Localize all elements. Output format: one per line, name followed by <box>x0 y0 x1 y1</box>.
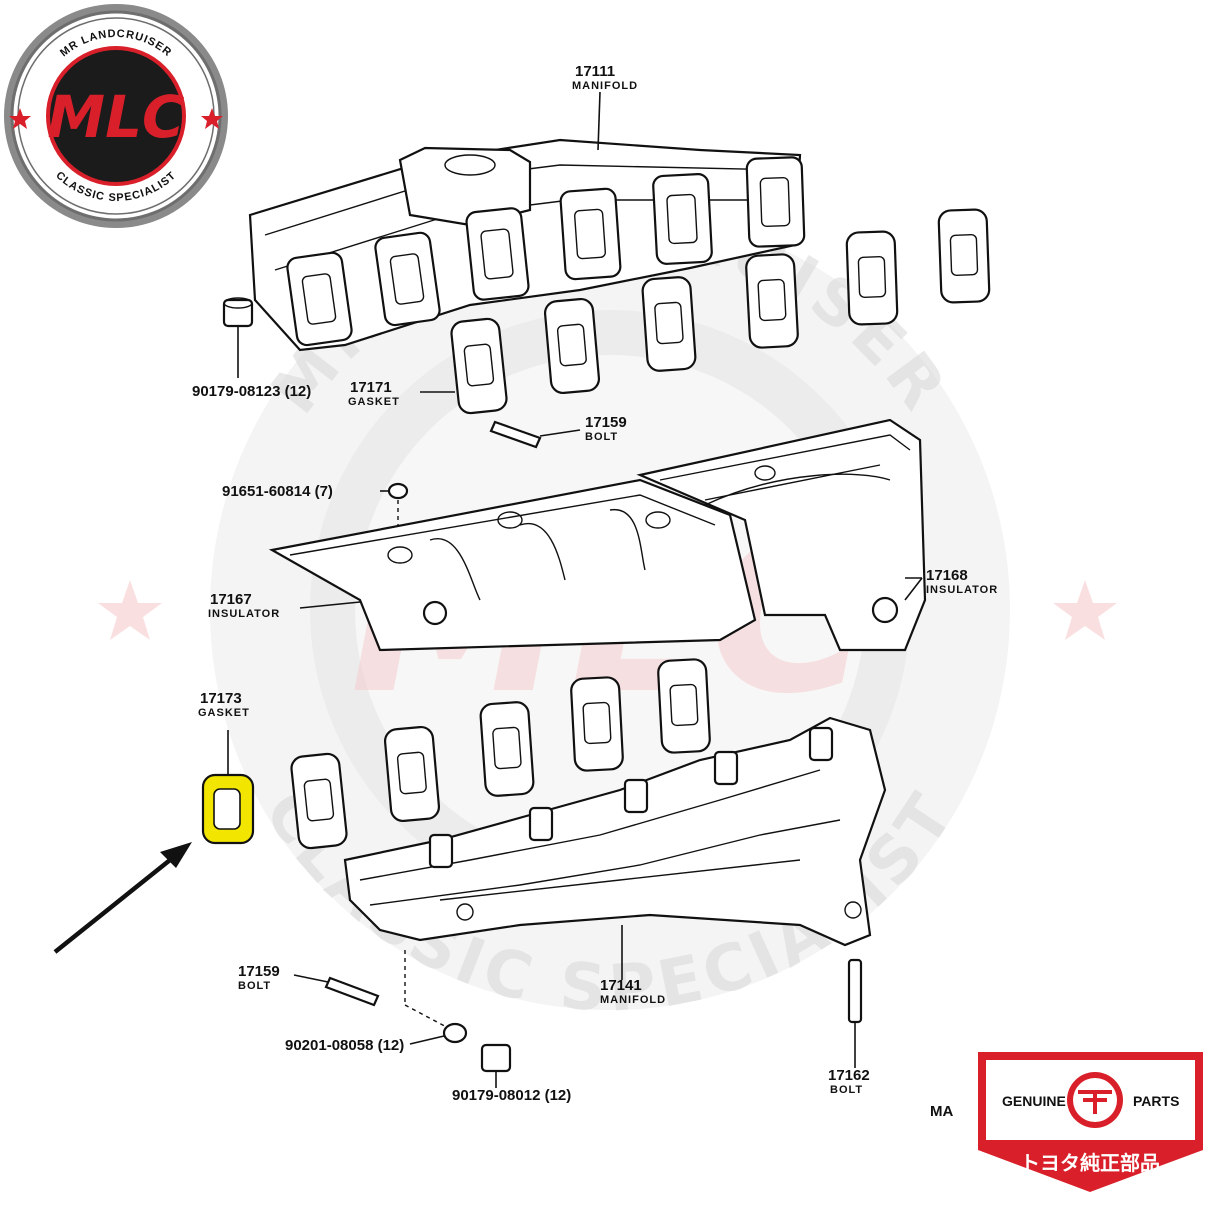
label-17159-upper-num: 17159 <box>585 414 627 431</box>
washer-90201-08058 <box>409 1022 468 1045</box>
label-17159-upper-name: BOLT <box>585 431 618 443</box>
genuine-left-text: GENUINE <box>1002 1093 1066 1109</box>
label-90179-08012: 90179-08012 (12) <box>452 1087 571 1104</box>
label-17167-num: 17167 <box>210 591 252 608</box>
gasket-set-lower <box>290 658 711 850</box>
label-17111-name: MANIFOLD <box>572 80 638 92</box>
genuine-right-text: PARTS <box>1133 1093 1179 1109</box>
label-17159-lower-num: 17159 <box>238 963 280 980</box>
label-17173-name: GASKET <box>198 707 250 719</box>
label-17171-num: 17171 <box>350 379 392 396</box>
label-17168-num: 17168 <box>926 567 968 584</box>
label-17167-name: INSULATOR <box>208 608 280 620</box>
label-17162-name: BOLT <box>830 1084 863 1096</box>
part-labels: 17111 MANIFOLD 90179-08123 (12) 17171 GA… <box>192 63 998 1120</box>
pointer-arrow <box>53 842 192 954</box>
nut-90179-08012 <box>480 1043 512 1088</box>
label-code: MA <box>930 1103 953 1120</box>
insulator-17168 <box>636 418 927 652</box>
label-90179-08123: 90179-08123 (12) <box>192 383 311 400</box>
gasket-set-17171 <box>450 208 991 415</box>
badge-mark: MLC <box>47 83 184 151</box>
genuine-parts-badge: GENUINE PARTS トヨタ純正部品 <box>978 1052 1203 1192</box>
label-91651-60814: 91651-60814 (7) <box>222 483 333 500</box>
badge-star-right <box>201 108 223 129</box>
badge-star-left <box>9 108 31 129</box>
label-17168-name: INSULATOR <box>926 584 998 596</box>
stud-17159-lower <box>293 950 453 1031</box>
label-17111-num: 17111 <box>575 63 615 80</box>
watermark-star-left <box>98 580 162 640</box>
gasket-17173-highlighted <box>201 730 255 845</box>
label-17141-name: MANIFOLD <box>600 994 666 1006</box>
manifold-17111 <box>248 138 806 352</box>
label-17173-num: 17173 <box>200 690 242 707</box>
watermark-star-right <box>1053 580 1117 640</box>
label-17159-lower-name: BOLT <box>238 980 271 992</box>
insulator-17167 <box>268 478 757 652</box>
label-17141-num: 17141 <box>600 977 642 994</box>
manifold-17141 <box>343 716 887 980</box>
nut-90179-08123 <box>222 297 254 378</box>
label-17171-name: GASKET <box>348 396 400 408</box>
label-17162-num: 17162 <box>828 1067 870 1084</box>
stud-17159-upper <box>489 420 581 449</box>
stud-17162 <box>847 958 863 1068</box>
leader-lines <box>299 91 923 609</box>
genuine-bottom-text: トヨタ純正部品 <box>1020 1151 1160 1175</box>
mlc-badge: MR LANDCRUISER CLASSIC SPECIALIST MLC <box>4 4 228 228</box>
label-90201-08058: 90201-08058 (12) <box>285 1037 404 1054</box>
